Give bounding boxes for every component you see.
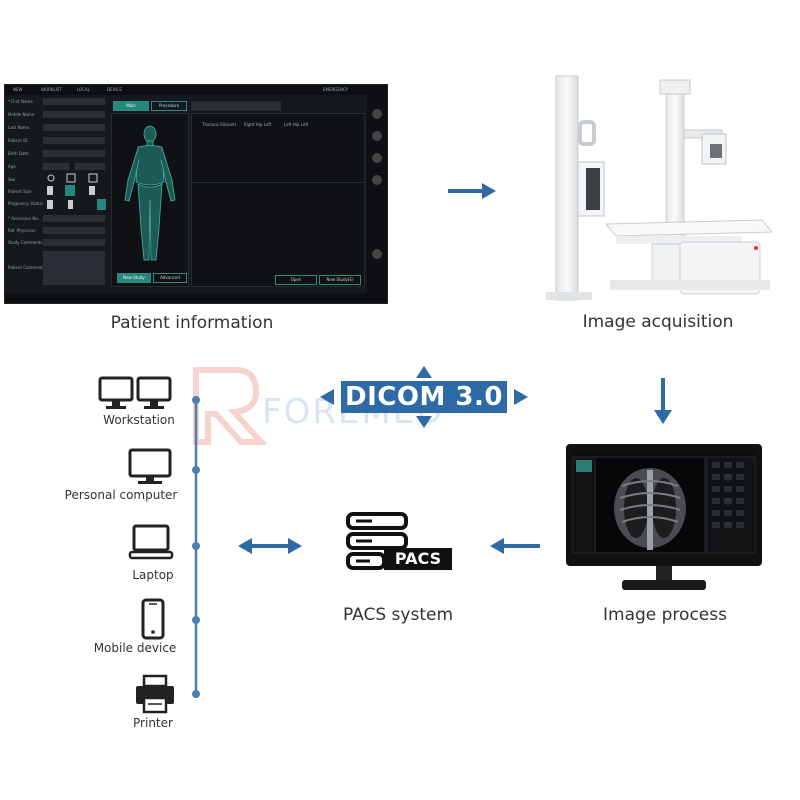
software-top-bar: NEW WORKLIST LOCAL DEVICE EMERGENCY [5,85,387,95]
field-label: Middle Name [8,112,35,117]
dicom-label: DICOM 3.0 [341,381,507,413]
field-box [43,111,105,118]
image-process-monitor [566,444,762,566]
field-box [43,150,105,157]
field-box [43,251,105,285]
device-label-workstation: Workstation [103,413,175,427]
mobile-device-icon [141,598,165,640]
personal-computer-icon [128,448,172,484]
new-study-button: New Study [117,273,151,283]
advanced-button: Advanced [153,273,187,283]
human-body-icon [124,125,176,261]
field-box [43,98,105,105]
software-tab-device: DEVICE [107,87,122,92]
radiograph-viewer-icon [572,450,756,552]
field-box [43,215,105,222]
sex-size-icons [47,173,106,210]
field-box [43,227,105,234]
arrow-left-icon [490,538,540,554]
side-tool-icon [372,109,382,119]
field-box [43,137,105,144]
software-tab-worklist: WORKLIST [41,87,62,92]
monitor-screen [572,450,756,554]
field-label: Ref. Physician [8,228,36,233]
field-label: * Accession No. [8,216,39,221]
field-box [75,163,105,170]
device-label-laptop: Laptop [132,568,174,582]
xray-machine-icon [546,75,774,301]
field-label: Birth Date [8,151,29,156]
procedure-button: Procedure [151,101,187,111]
printer-icon [136,674,174,714]
panel-divider [192,182,364,183]
side-tool-icon [372,175,382,185]
device-label-printer: Printer [133,716,173,730]
field-label: Sex [8,177,16,182]
field-label: * First Name [8,99,33,104]
new-study-e-button: New Study(E) [319,275,361,285]
open-button: Open [275,275,317,285]
pacs-label: PACS [384,548,452,570]
field-label: Patient Comments [8,265,45,270]
workstation-icon [98,376,172,409]
column-header: Left Hip Left [284,122,309,127]
field-label: Last Name [8,125,30,130]
field-box [43,239,105,246]
side-tool-icon [372,249,382,259]
column-header: Right Hip Left [244,122,272,127]
caption-patient-information: Patient information [110,313,274,333]
software-bottom-bar [5,293,387,303]
software-tab-new: NEW [13,87,23,92]
side-tool-icon [372,131,382,141]
device-label-mobile-device: Mobile device [93,641,177,655]
field-label: Study Comments [8,240,43,245]
caption-pacs-system: PACS system [342,605,454,625]
arrow-bidirectional-icon [238,538,302,554]
software-side-toolbar [367,85,387,303]
caption-image-process: Image process [603,605,727,625]
monitor-stand-icon [622,566,706,590]
field-label: Age [8,164,16,169]
field-box [43,124,105,131]
device-label-personal-computer: Personal computer [64,488,178,502]
field-label: Patient Size [8,189,32,194]
side-tool-icon [372,153,382,163]
field-label: Pregnancy Status [8,201,44,206]
column-header: Thoracic Rib(aet) [202,122,237,127]
device-connector-line [192,396,200,698]
field-box [43,163,69,170]
software-emergency: EMERGENCY [323,87,349,92]
caption-image-acquisition: Image acquisition [582,312,734,332]
main-button: Main [113,101,149,111]
field-label: Patient ID [8,138,28,143]
search-field [191,101,281,111]
patient-information-screenshot: NEW WORKLIST LOCAL DEVICE EMERGENCY * Fi… [4,84,388,304]
laptop-icon [128,524,174,560]
arrow-down-icon [654,378,672,424]
dicom-four-way-arrows-icon [320,366,528,428]
watermark-logo-icon [193,367,266,445]
body-panel [111,113,189,287]
arrow-right-icon [448,183,496,199]
software-tab-local: LOCAL [77,87,90,92]
worklist-panel: Thoracic Rib(aet) Right Hip Left Left Hi… [191,113,365,287]
